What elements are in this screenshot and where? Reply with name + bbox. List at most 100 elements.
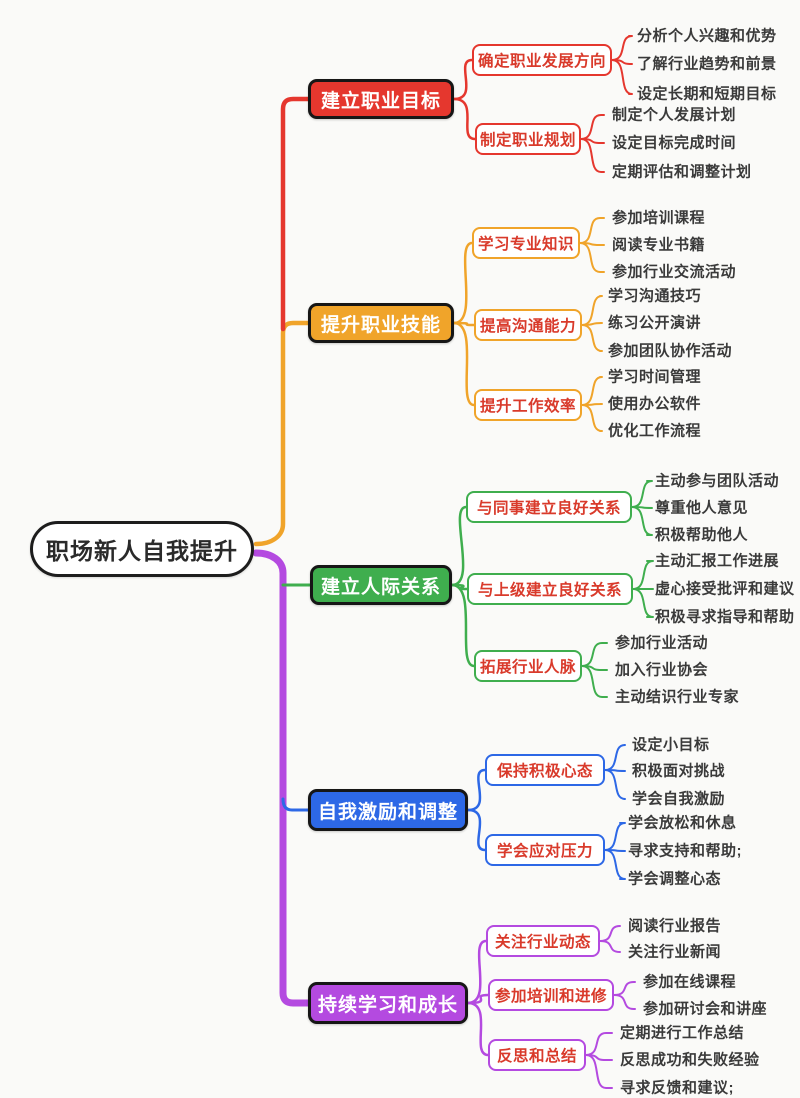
leaf-item[interactable]: 定期进行工作总结 [620,1024,745,1042]
subtopic-continuous-learning-2[interactable]: 反思和总结 [488,1039,586,1071]
leaf-item[interactable]: 参加研讨会和讲座 [643,1000,768,1018]
leaf-item[interactable]: 反思成功和失败经验 [620,1051,760,1069]
leaf-item[interactable]: 寻求反馈和建议; [620,1079,734,1097]
connector-line [280,96,311,332]
connector-line [452,321,476,407]
connector-line [450,505,468,587]
subtopic-professional-skills-2[interactable]: 提升工作效率 [474,389,582,421]
connector-line [581,404,603,432]
connector-line [253,320,311,547]
connector-line [450,583,469,591]
connector-line [579,242,605,273]
branch-relationships[interactable]: 建立人际关系 [310,565,452,605]
connector-line [613,981,636,996]
leaf-item[interactable]: 练习公开演讲 [608,314,702,332]
subtopic-career-goals-1[interactable]: 制定职业规划 [475,123,581,155]
leaf-item[interactable]: 主动结识行业专家 [615,688,740,706]
connector-line [632,560,654,590]
leaf-item[interactable]: 设定目标完成时间 [612,134,737,152]
leaf-item[interactable]: 学会调整心态 [628,870,722,888]
connector-line [252,549,312,1007]
branch-self-motivation[interactable]: 自我激励和调整 [308,789,468,831]
connector-line [452,241,474,325]
connector-line [585,1054,613,1089]
subtopic-professional-skills-1[interactable]: 提高沟通能力 [474,309,582,341]
leaf-item[interactable]: 参加行业活动 [615,634,709,652]
connector-line [466,993,490,1005]
leaf-item[interactable]: 设定小目标 [632,736,710,754]
leaf-item[interactable]: 使用办公软件 [608,395,702,413]
connector-line [452,97,477,141]
connector-line [466,939,488,1005]
leaf-item[interactable]: 学会自我激励 [632,790,726,808]
connector-line [581,665,608,698]
leaf-item[interactable]: 了解行业趋势和前景 [637,55,777,73]
leaf-item[interactable]: 学习时间管理 [608,368,702,386]
connector-line [611,59,633,95]
connector-line [611,35,633,61]
connector-line [613,994,636,1010]
leaf-item[interactable]: 学习沟通技巧 [608,287,702,305]
connector-line [581,642,608,667]
connector-line [604,769,626,800]
leaf-item[interactable]: 阅读行业报告 [628,917,722,935]
connector-line [585,1032,613,1056]
leaf-item[interactable]: 参加行业交流活动 [612,263,737,281]
connector-line [581,324,603,352]
connector-line [631,480,653,508]
leaf-item[interactable]: 阅读专业书籍 [612,236,706,254]
connector-line [581,376,603,406]
connector-line [579,217,605,244]
subtopic-continuous-learning-0[interactable]: 关注行业动态 [486,925,600,957]
connector-line [281,797,310,812]
leaf-item[interactable]: 加入行业协会 [615,661,709,679]
leaf-item[interactable]: 积极寻求指导和帮助 [655,608,795,626]
leaf-item[interactable]: 积极面对挑战 [632,762,726,780]
subtopic-self-motivation-0[interactable]: 保持积极心态 [485,754,605,786]
connector-line [604,849,626,880]
leaf-item[interactable]: 关注行业新闻 [628,943,722,961]
connector-line [599,940,621,953]
leaf-item[interactable]: 参加团队协作活动 [608,342,733,360]
subtopic-career-goals-0[interactable]: 确定职业发展方向 [472,44,612,76]
leaf-item[interactable]: 定期评估和调整计划 [612,163,752,181]
connector-line [450,583,476,668]
connector-line [580,114,605,140]
subtopic-relationships-1[interactable]: 与上级建立良好关系 [467,573,633,605]
connector-line [580,138,605,173]
branch-continuous-learning[interactable]: 持续学习和成长 [308,982,468,1024]
leaf-item[interactable]: 尊重他人意见 [655,499,749,517]
connector-line [466,768,487,812]
connector-line [604,822,626,851]
leaf-item[interactable]: 优化工作流程 [608,422,702,440]
leaf-item[interactable]: 参加培训课程 [612,209,706,227]
branch-professional-skills[interactable]: 提升职业技能 [308,303,454,343]
connector-line [466,808,487,852]
connector-line [604,744,626,771]
subtopic-relationships-0[interactable]: 与同事建立良好关系 [466,491,632,523]
central-topic[interactable]: 职场新人自我提升 [30,521,254,577]
subtopic-continuous-learning-1[interactable]: 参加培训和进修 [488,979,614,1011]
branch-career-goals[interactable]: 建立职业目标 [308,79,454,119]
leaf-item[interactable]: 主动参与团队活动 [655,472,780,490]
leaf-item[interactable]: 学会放松和休息 [628,814,737,832]
leaf-item[interactable]: 虚心接受批评和建议 [655,580,795,598]
leaf-item[interactable]: 主动汇报工作进展 [655,552,780,570]
connector-line [599,925,621,942]
connector-line [581,295,603,326]
subtopic-self-motivation-1[interactable]: 学会应对压力 [485,834,605,866]
leaf-item[interactable]: 制定个人发展计划 [612,106,737,124]
leaf-item[interactable]: 寻求支持和帮助; [628,842,742,860]
connector-line [452,58,474,101]
leaf-item[interactable]: 设定长期和短期目标 [637,85,777,103]
connector-line [466,1001,490,1057]
subtopic-relationships-2[interactable]: 拓展行业人脉 [474,650,582,682]
subtopic-professional-skills-0[interactable]: 学习专业知识 [472,227,580,259]
connector-line [631,506,653,536]
leaf-item[interactable]: 分析个人兴趣和优势 [637,27,777,45]
leaf-item[interactable]: 参加在线课程 [643,973,737,991]
leaf-item[interactable]: 积极帮助他人 [655,526,749,544]
connector-line [452,321,476,327]
